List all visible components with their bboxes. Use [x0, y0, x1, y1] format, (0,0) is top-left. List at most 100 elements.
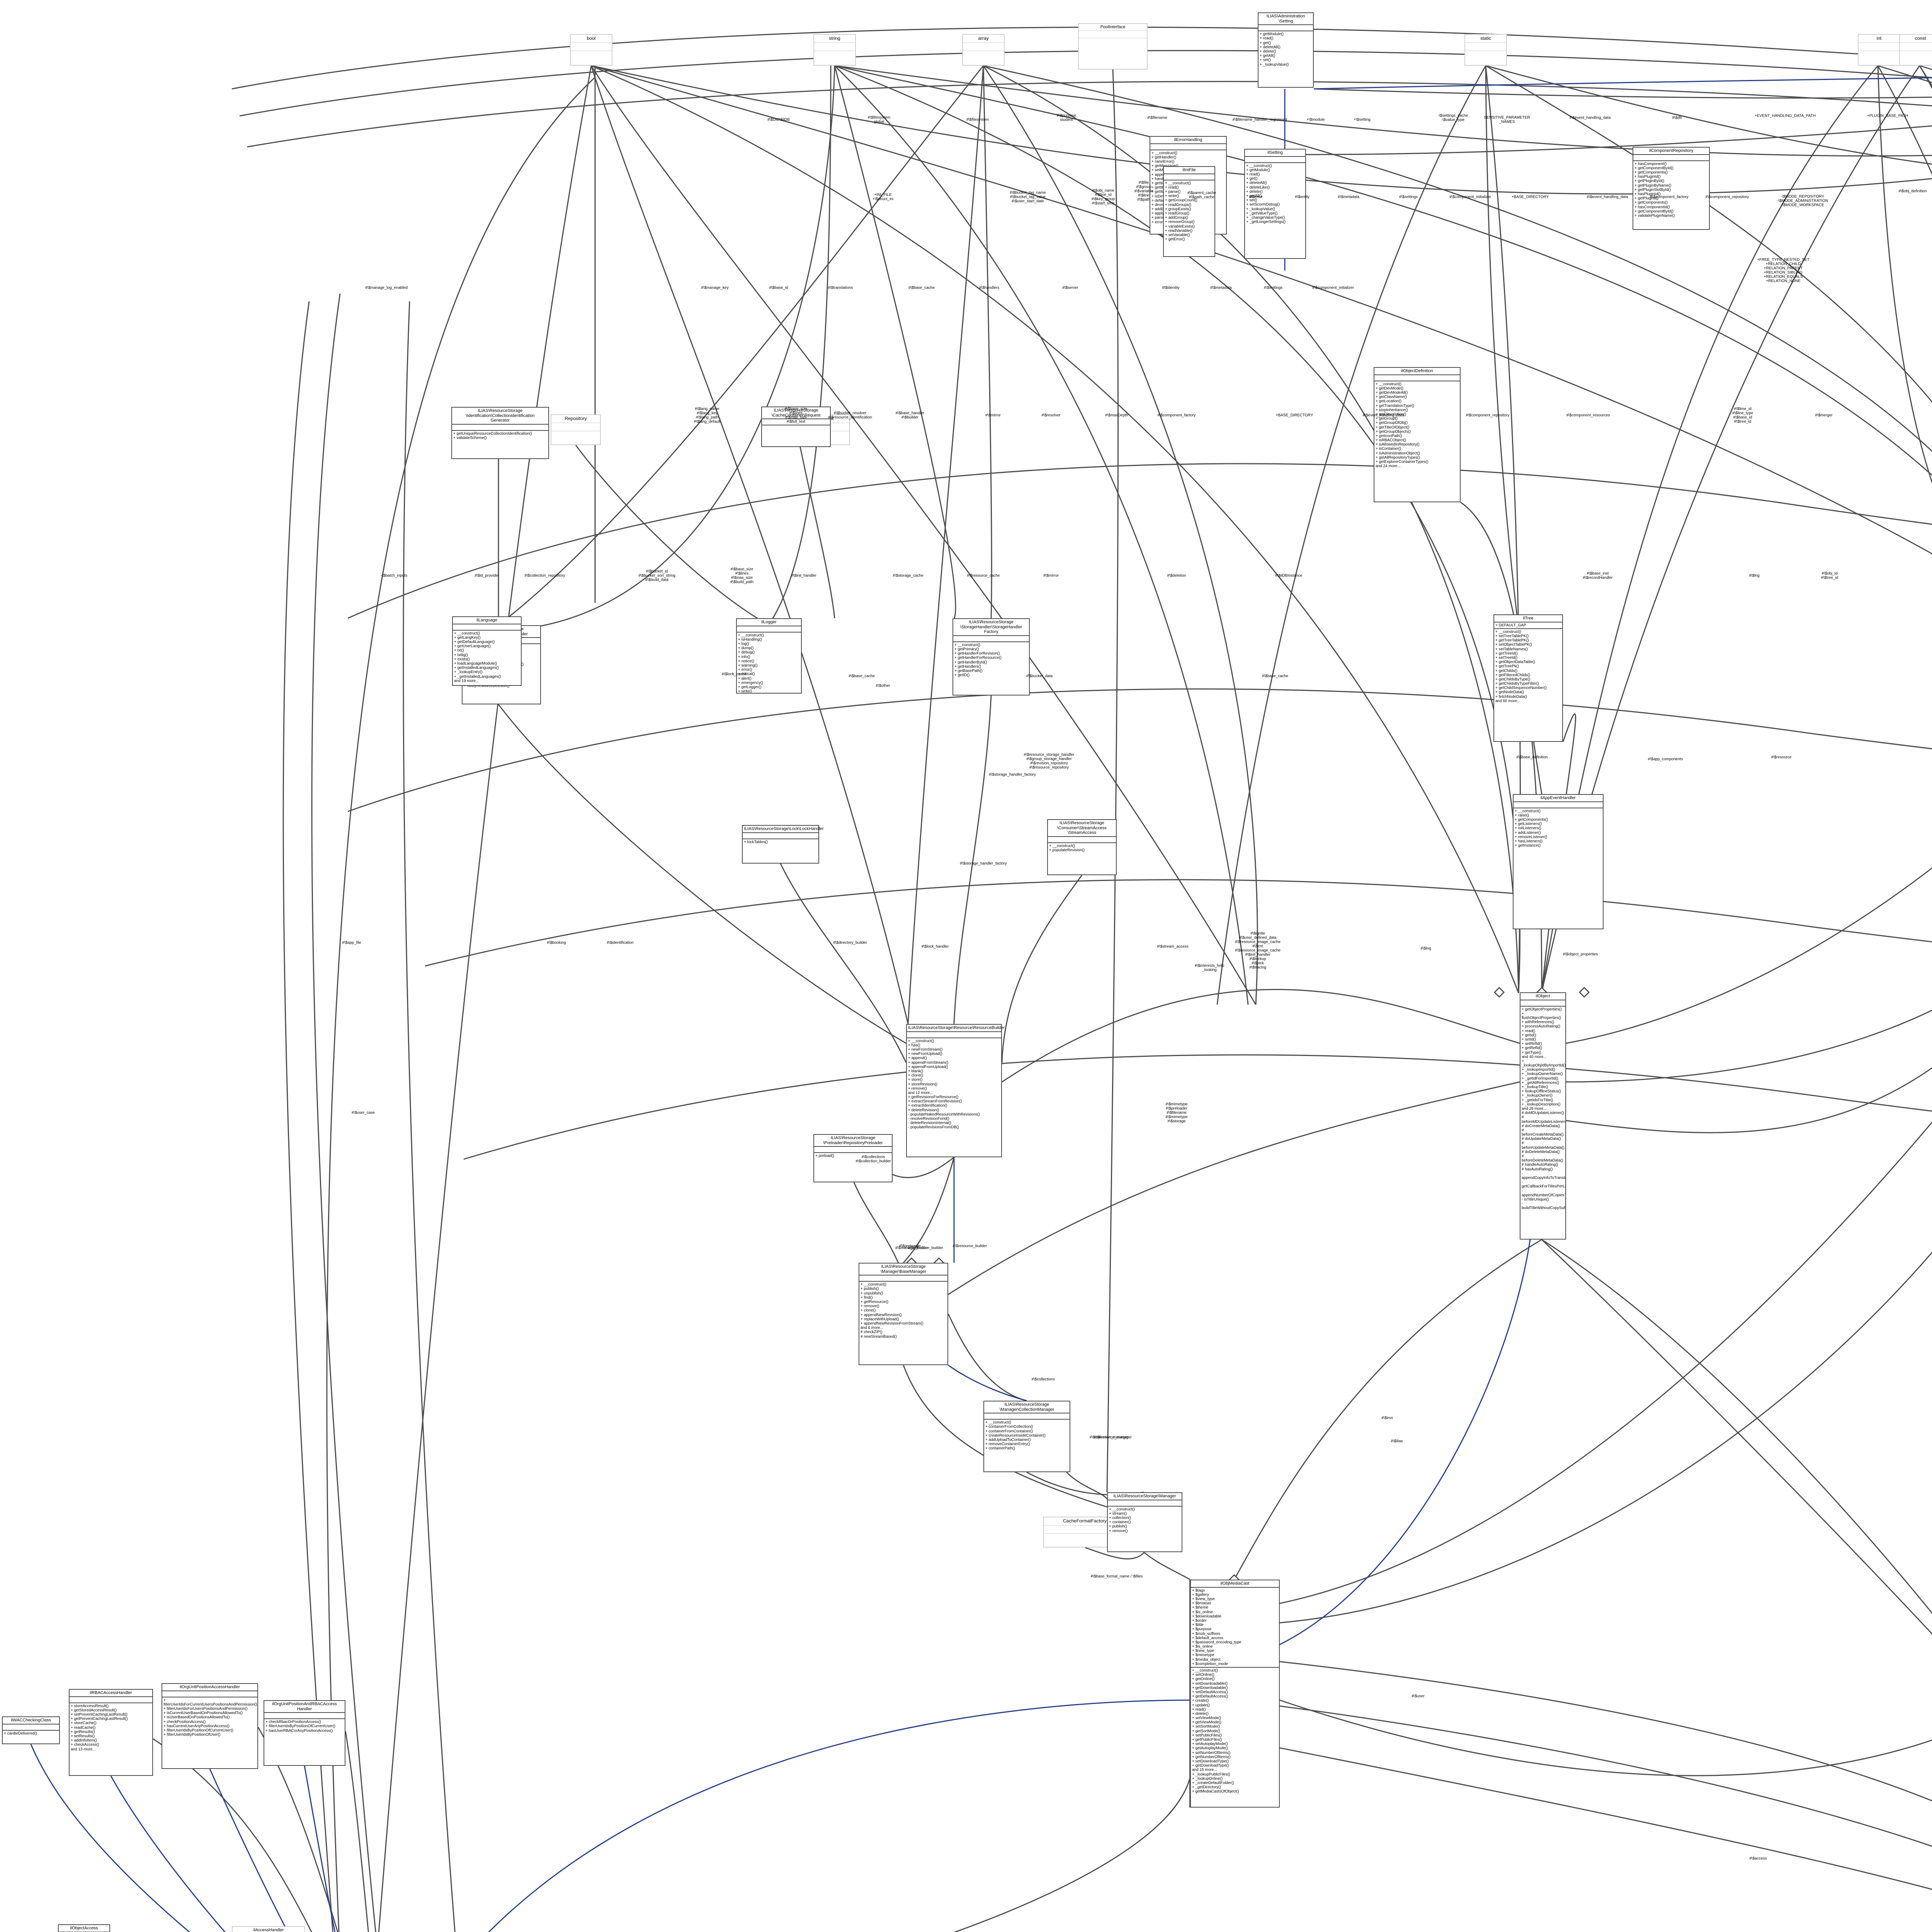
- class-node-ilLogger[interactable]: ilLogger+ __construct() + isHandling() +…: [736, 618, 802, 694]
- class-node-ilWACCheckingClass[interactable]: ilWACCheckingClass+ canBeDelivered(): [2, 1716, 60, 1744]
- class-node-ILIAS_ResourceStorage_ResourceRemovalBuilder[interactable]: ILIAS\ResourceStorage\Resource\ResourceB…: [906, 1024, 1005, 1157]
- class-node-int[interactable]: int: [1858, 34, 1900, 66]
- edge-label: #\$merger: [1815, 413, 1833, 418]
- edge-label: #\$lang_name #\$lang_key #\$lang_path #\…: [694, 407, 721, 424]
- edge-label: #\$component_repository: [1466, 413, 1510, 418]
- class-node-title: ILIAS\ResourceStorage \Consumer\StreamAc…: [1048, 820, 1116, 837]
- edge-label: SENSITIVE_PARAMETER _NAMES: [1484, 116, 1530, 124]
- edge-label: #\$base_size #\$lines #\$max_size #\$ful…: [784, 407, 808, 424]
- class-node-attributes: [571, 43, 612, 51]
- edge-label: #\$collections: [1031, 1377, 1055, 1382]
- class-node-static[interactable]: static: [1464, 34, 1507, 66]
- class-node-attributes: [1465, 43, 1506, 51]
- class-node-operations: + __construct() + stream() + collection(…: [1109, 1507, 1135, 1533]
- edge-label: #\$identification: [607, 940, 634, 945]
- class-node-attributes: [1514, 802, 1603, 808]
- edge-label: +FREE_TYPE_NESTED_SET +RELATION_CHILD +R…: [1757, 258, 1810, 283]
- class-node-array[interactable]: array: [962, 34, 1005, 66]
- class-node-ilComponentRepository[interactable]: ilComponentRepository+ hasComponent() + …: [1633, 147, 1710, 230]
- class-node-ILIAS_ResourceStorage_CollectionIdentificationGenerator[interactable]: ILIAS\ResourceStorage \Identification\Co…: [451, 407, 549, 459]
- class-node-ilTreeImplementation[interactable]: ilTree+ DEFAULT_GAP+ __construct() + set…: [1493, 614, 1563, 742]
- class-node-operations: [571, 51, 612, 65]
- class-node-operations: + lockTables(): [744, 840, 768, 844]
- class-node-ilOrgUnitPositionAndRBACAccessHandler[interactable]: ilOrgUnitPositionAndRBACAccess Handler+ …: [264, 1700, 345, 1766]
- edge-label: #\$db: [1672, 116, 1682, 120]
- class-node-operations: + storeAccessResult() + getStoredAccessR…: [71, 1704, 128, 1752]
- class-node-title: PoolInterface: [1079, 24, 1147, 31]
- edge-label: #\$component_initializer: [1449, 195, 1491, 199]
- edge-label: #\$storage_handler_factory: [989, 772, 1036, 777]
- class-node-ILIAS_ResourceStorage_LockHandler[interactable]: ILIAS\ResourceStorage\Lock\LockHandler+ …: [742, 825, 824, 864]
- class-node-operations: + __construct() + getDevMode() + getDevM…: [1376, 382, 1429, 469]
- edge-label: #\$app_components: [1648, 757, 1683, 762]
- edge-label: #\$ilias: [1391, 1439, 1403, 1444]
- class-node-attributes: [1633, 155, 1709, 161]
- class-node-title: ilWACCheckingClass: [3, 1717, 59, 1725]
- edge-label: #\$lock_handler: [921, 944, 949, 949]
- class-node-ilOrgUnitPositionAccessHandler[interactable]: ilOrgUnitPositionAccessHandler+ filterUs…: [162, 1683, 258, 1769]
- class-node-ilIniFile[interactable]: ilIniFile+ __construct() + read() + pars…: [1163, 166, 1215, 257]
- class-node-operations: + getModule() + read() + get() + deleteA…: [1260, 32, 1289, 67]
- class-node-const[interactable]: const: [1899, 34, 1932, 66]
- edge-label: #\$file #\$group #\$variable #\$line #\$…: [1134, 180, 1153, 202]
- edge-label: #\$filesystem global: [867, 116, 891, 124]
- class-node-attributes: [814, 1147, 892, 1153]
- class-node-attributes: [1150, 144, 1226, 150]
- class-node-title: ilRBACAccessHandler: [70, 1690, 152, 1697]
- edge-label: #\$maxDepth: [1105, 413, 1128, 418]
- class-node-operations: [963, 51, 1004, 65]
- class-node-operations: + filterUserIdsForCurrentUsersPositionsA…: [163, 1698, 257, 1737]
- class-node-ilAppProperties[interactable]: ilAppEventHandler+ __construct() + raise…: [1513, 794, 1604, 929]
- class-node-ILIAS_ResourceStorage_PreloaderResourcePreloader[interactable]: ILIAS\ResourceStorage \Preloader\Reposit…: [813, 1134, 893, 1182]
- edge-label: #\$resource: [1771, 755, 1792, 760]
- class-node-ilObjectAccess[interactable]: ilObjectAccess+ _checkAccess() + _getCom…: [58, 1924, 110, 1932]
- edge-label: #\$bucket_resolver #\$resource_identific…: [828, 411, 872, 420]
- class-node-title: ilAppEventHandler: [1514, 795, 1603, 802]
- edge-label: #\$lng: [1420, 946, 1431, 951]
- class-node-ilSetting[interactable]: ilSetting+ __construct() + getModule() +…: [1244, 149, 1306, 259]
- edge-label: #\$resource_manager: [1094, 1435, 1132, 1440]
- edge-label: #\$event_handling_data: [1569, 116, 1611, 120]
- class-node-ilAccessHandler[interactable]: ilAccessHandler: [232, 1926, 305, 1932]
- edge-label: #\$other: [876, 684, 890, 688]
- class-node-ilRBACAccessHandler[interactable]: ilRBACAccessHandler + storeAccessResult()…: [69, 1689, 153, 1776]
- class-node-ilObject[interactable]: ilObject+ getObjectProperties() + flushO…: [1520, 992, 1566, 1240]
- class-node-ILIAS_ResourceStorage_CacheContainer[interactable]: ILIAS\ResourceStorage \CacheContainer\Re…: [761, 406, 831, 447]
- class-node-title: bool: [571, 35, 612, 43]
- class-node-title: ilComponentRepository: [1633, 148, 1709, 155]
- class-node-ILIAS_Administration_Setting[interactable]: ILIAS\Administration \Setting+ getModule…: [1258, 12, 1314, 88]
- class-node-title: Repository: [551, 415, 600, 423]
- class-node-attributes: [551, 423, 600, 431]
- edge-label: #\$settings: [1399, 195, 1418, 199]
- class-node-attributes: [162, 1691, 257, 1697]
- class-node-string[interactable]: string: [813, 34, 856, 66]
- class-node-title: ilObject: [1520, 993, 1565, 1000]
- class-node-operations: [1900, 51, 1932, 65]
- class-node-attributes: + $tags + $gallery + $view_type + $brows…: [1191, 1588, 1279, 1668]
- edge-label: #\$manage_log_enabled: [365, 286, 408, 290]
- class-node-ilObjMediaCast[interactable]: ilObjMediaCast+ $tags + $gallery + $view…: [1190, 1580, 1280, 1808]
- edge-label: #\$event_handling_data: [1587, 195, 1628, 199]
- class-node-attributes: [1859, 43, 1900, 51]
- class-node-ILIAS_ResourceStorage_BaseManager[interactable]: ILIAS\ResourceStorage \Manager\BaseManag…: [859, 1263, 948, 1365]
- edge-label: #\$parent_cache #\$path_cache: [1187, 191, 1216, 199]
- edge-label: #\$handlers: [979, 286, 1000, 290]
- edge-label: #\$base_id: [769, 286, 788, 290]
- edge-label: #\$id_provider: [474, 573, 499, 578]
- class-node-ILIAS_ResourceStorage_CollectionManager[interactable]: ILIAS\ResourceStorage \Manager\Collectio…: [983, 1401, 1070, 1472]
- class-node-PoolInterface[interactable]: PoolInterface: [1078, 23, 1148, 70]
- class-node-ilLanguage[interactable]: ilLanguage+ __construct() + getLangKey()…: [452, 616, 522, 686]
- class-node-bool[interactable]: bool: [570, 34, 612, 66]
- edge-label: #\$lng: [1749, 573, 1760, 578]
- edge-label: #\$user: [1412, 1694, 1425, 1699]
- class-node-ILIAS_ResourceStorage_Consumer[interactable]: ILIAS\ResourceStorage \Consumer\StreamAc…: [1047, 819, 1117, 875]
- class-node-ILIAS_ResourceStorage_StorageManager[interactable]: ILIAS\ResourceStorage\Manager+ __constru…: [1107, 1492, 1182, 1552]
- class-node-ilObjectDefinition[interactable]: ilObjectDefinition+ __construct() + getD…: [1374, 367, 1461, 502]
- class-node-Repository[interactable]: Repository: [551, 414, 601, 445]
- edge-label: #\$resolver: [1041, 413, 1061, 418]
- class-node-ILIAS_ResourceStorage_StorageHandler[interactable]: ILIAS\ResourceStorage \StorageHandler\St…: [952, 618, 1030, 696]
- class-node-operations: + __construct() + has() + newFromStream(…: [908, 1039, 980, 1130]
- edge-label: #\$base_inst #\$recordHandler: [1583, 571, 1613, 580]
